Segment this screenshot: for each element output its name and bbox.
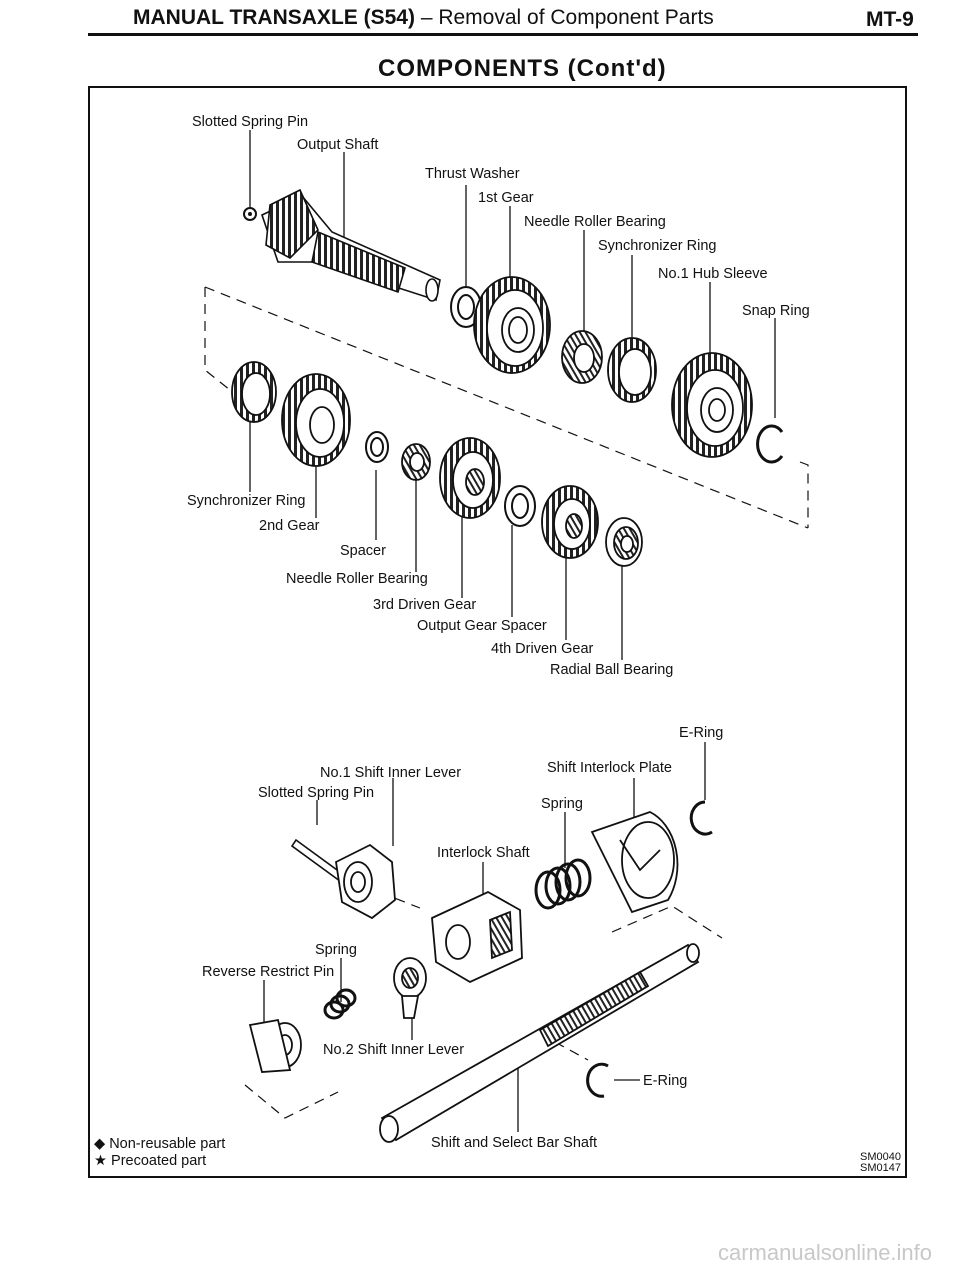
page-number: MT-9: [866, 8, 914, 31]
diamond-icon: ◆: [94, 1136, 106, 1152]
label-reverse-restrict-pin: Reverse Restrict Pin: [202, 964, 335, 980]
label-interlock-shaft: Interlock Shaft: [437, 845, 530, 861]
e-ring-2-part: [586, 1062, 609, 1098]
needle-roller-bearing-1-part: [561, 330, 603, 384]
output-shaft-part: [261, 188, 441, 302]
needle-roller-bearing-2-part: [401, 443, 431, 481]
label-output-shaft: Output Shaft: [297, 137, 379, 153]
label-synchronizer-ring-2: Synchronizer Ring: [187, 493, 306, 509]
axis-left-bracket: [204, 287, 231, 391]
spring-2-part: [323, 988, 357, 1020]
label-no2-shift-inner-lever: No.2 Shift Inner Lever: [323, 1042, 465, 1058]
label-snap-ring: Snap Ring: [742, 303, 810, 319]
section-title-bold: MANUAL TRANSAXLE (S54): [133, 6, 415, 29]
label-spacer: Spacer: [340, 543, 386, 559]
synchronizer-ring-2-part: [231, 361, 277, 423]
star-icon: ★: [94, 1153, 107, 1169]
label-first-gear: 1st Gear: [478, 190, 534, 206]
slotted-spring-pin-part: [243, 207, 257, 221]
header-rule: [88, 33, 918, 36]
no2-shift-inner-lever-part: [393, 957, 427, 1019]
legend-non-reusable: ◆ Non-reusable part: [94, 1136, 225, 1153]
axis-e-ring: [554, 1041, 589, 1061]
shift-interlock-plate-part: [590, 811, 679, 914]
figure-code-1: SM0040: [860, 1151, 901, 1163]
axis-plate: [611, 905, 723, 939]
diagram-frame: [88, 86, 907, 1178]
label-no1-shift-inner-lever: No.1 Shift Inner Lever: [320, 765, 462, 781]
label-thrust-washer: Thrust Washer: [425, 166, 520, 182]
figure-code-2: SM0147: [860, 1162, 901, 1174]
hub-sleeve-part: [671, 352, 753, 458]
section-title-rest: – Removal of Component Parts: [420, 6, 714, 29]
shift-and-select-bar-shaft-part: [379, 943, 700, 1143]
page-title: COMPONENTS (Cont'd): [378, 55, 667, 82]
label-fourth-driven-gear: 4th Driven Gear: [491, 641, 594, 657]
reverse-restrict-pin-part: [248, 1018, 302, 1073]
radial-ball-bearing-part: [605, 517, 643, 567]
fourth-driven-gear-part: [541, 485, 599, 559]
label-needle-roller-bearing-2: Needle Roller Bearing: [286, 571, 428, 587]
second-gear-part: [281, 373, 351, 467]
label-e-ring-1: E-Ring: [679, 725, 724, 741]
spring-1-part: [534, 858, 592, 910]
label-synchronizer-ring-1: Synchronizer Ring: [598, 238, 717, 254]
section-title: MANUAL TRANSAXLE (S54) – Removal of Comp…: [133, 6, 714, 30]
label-radial-ball-bearing: Radial Ball Bearing: [550, 662, 674, 678]
label-spring-2: Spring: [315, 942, 357, 958]
label-output-gear-spacer: Output Gear Spacer: [417, 618, 547, 634]
third-driven-gear-part: [439, 437, 501, 519]
label-third-driven-gear: 3rd Driven Gear: [373, 597, 477, 613]
no1-shift-inner-lever-part: [335, 843, 396, 920]
label-needle-roller-bearing-1: Needle Roller Bearing: [524, 214, 666, 230]
synchronizer-ring-1-part: [607, 337, 657, 403]
label-spring-1: Spring: [541, 796, 583, 812]
legend-non-reusable-text: Non-reusable part: [109, 1136, 226, 1152]
label-shift-and-select-bar-shaft: Shift and Select Bar Shaft: [431, 1135, 598, 1151]
label-e-ring-2: E-Ring: [643, 1073, 688, 1089]
label-second-gear: 2nd Gear: [259, 518, 320, 534]
watermark: carmanualsonline.info: [718, 1240, 933, 1265]
label-slotted-spring-pin-1: Slotted Spring Pin: [192, 114, 309, 130]
legend-precoated-text: Precoated part: [111, 1153, 207, 1169]
axis-main: [204, 286, 809, 529]
e-ring-1-part: [689, 800, 713, 836]
spacer-part: [365, 431, 389, 463]
label-shift-interlock-plate: Shift Interlock Plate: [547, 760, 672, 776]
legend-precoated: ★ Precoated part: [94, 1153, 206, 1170]
snap-ring-part: [756, 424, 784, 464]
interlock-shaft-part: [431, 890, 523, 984]
thrust-washer-part: [450, 286, 482, 328]
label-no1-hub-sleeve: No.1 Hub Sleeve: [658, 266, 768, 282]
axis-restrict-pin: [244, 1084, 339, 1119]
axis-right-bracket: [799, 461, 809, 528]
label-slotted-spring-pin-2: Slotted Spring Pin: [258, 785, 375, 801]
output-gear-spacer-part: [504, 485, 536, 527]
first-gear-part: [473, 276, 551, 374]
